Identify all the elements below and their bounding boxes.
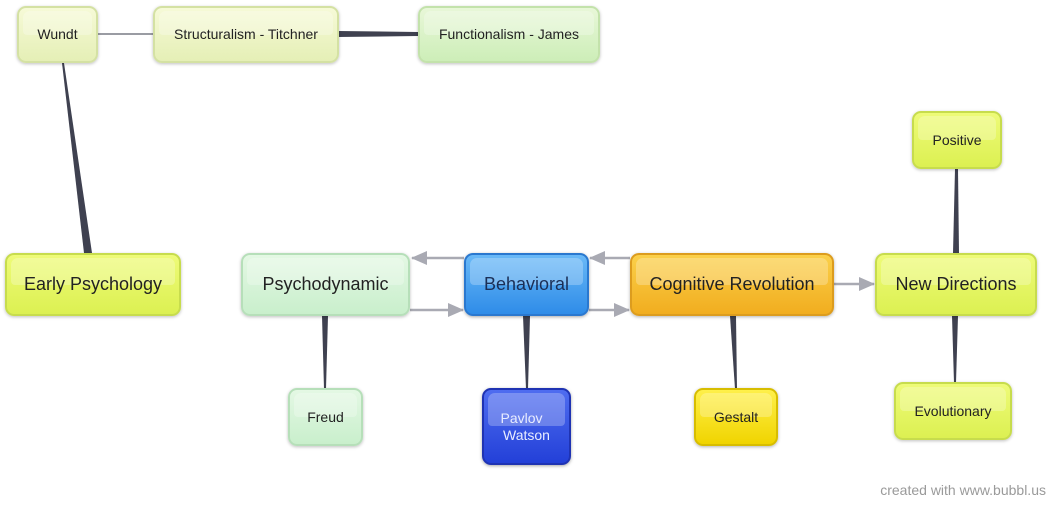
node-cognitive-revolution[interactable]: Cognitive Revolution	[630, 253, 834, 316]
credit-text: created with www.bubbl.us	[880, 482, 1046, 498]
node-wundt[interactable]: Wundt	[17, 6, 98, 63]
node-behavioral[interactable]: Behavioral	[464, 253, 589, 316]
node-label: Structuralism - Titchner	[174, 26, 318, 43]
node-evolutionary[interactable]: Evolutionary	[894, 382, 1012, 440]
node-label: Behavioral	[483, 274, 570, 295]
node-pavlov-watson[interactable]: Pavlov Watson	[482, 388, 571, 465]
node-new-directions[interactable]: New Directions	[875, 253, 1037, 316]
node-label-line2: Watson	[503, 426, 550, 443]
edge-new-directions-positive	[953, 169, 959, 253]
node-label: Evolutionary	[914, 402, 992, 419]
edge-new-directions-evolutionary	[952, 316, 958, 383]
node-label: Psychodynamic	[262, 274, 389, 295]
node-psychodynamic[interactable]: Psychodynamic	[241, 253, 410, 316]
node-functionalism[interactable]: Functionalism - James	[418, 6, 600, 63]
node-label: Gestalt	[713, 408, 759, 425]
node-structuralism[interactable]: Structuralism - Titchner	[153, 6, 339, 63]
edge-psychodynamic-freud	[322, 316, 328, 389]
node-label-line1: Pavlov	[500, 410, 543, 427]
node-positive[interactable]: Positive	[912, 111, 1002, 169]
node-label: Wundt	[37, 26, 78, 43]
node-early-psychology[interactable]: Early Psychology	[5, 253, 181, 316]
edge-structuralism-functionalism	[338, 31, 418, 37]
edge-wundt-early-psychology	[62, 63, 92, 253]
edge-behavioral-pavlov	[523, 316, 530, 389]
node-label: New Directions	[895, 274, 1017, 295]
node-gestalt[interactable]: Gestalt	[694, 388, 778, 446]
node-label: Early Psychology	[23, 274, 163, 295]
node-label: Functionalism - James	[438, 26, 580, 43]
node-freud[interactable]: Freud	[288, 388, 363, 446]
node-label: Cognitive Revolution	[649, 274, 815, 295]
node-label: Positive	[932, 131, 982, 148]
node-label: Freud	[307, 408, 344, 425]
edge-cognitive-gestalt	[730, 316, 737, 389]
